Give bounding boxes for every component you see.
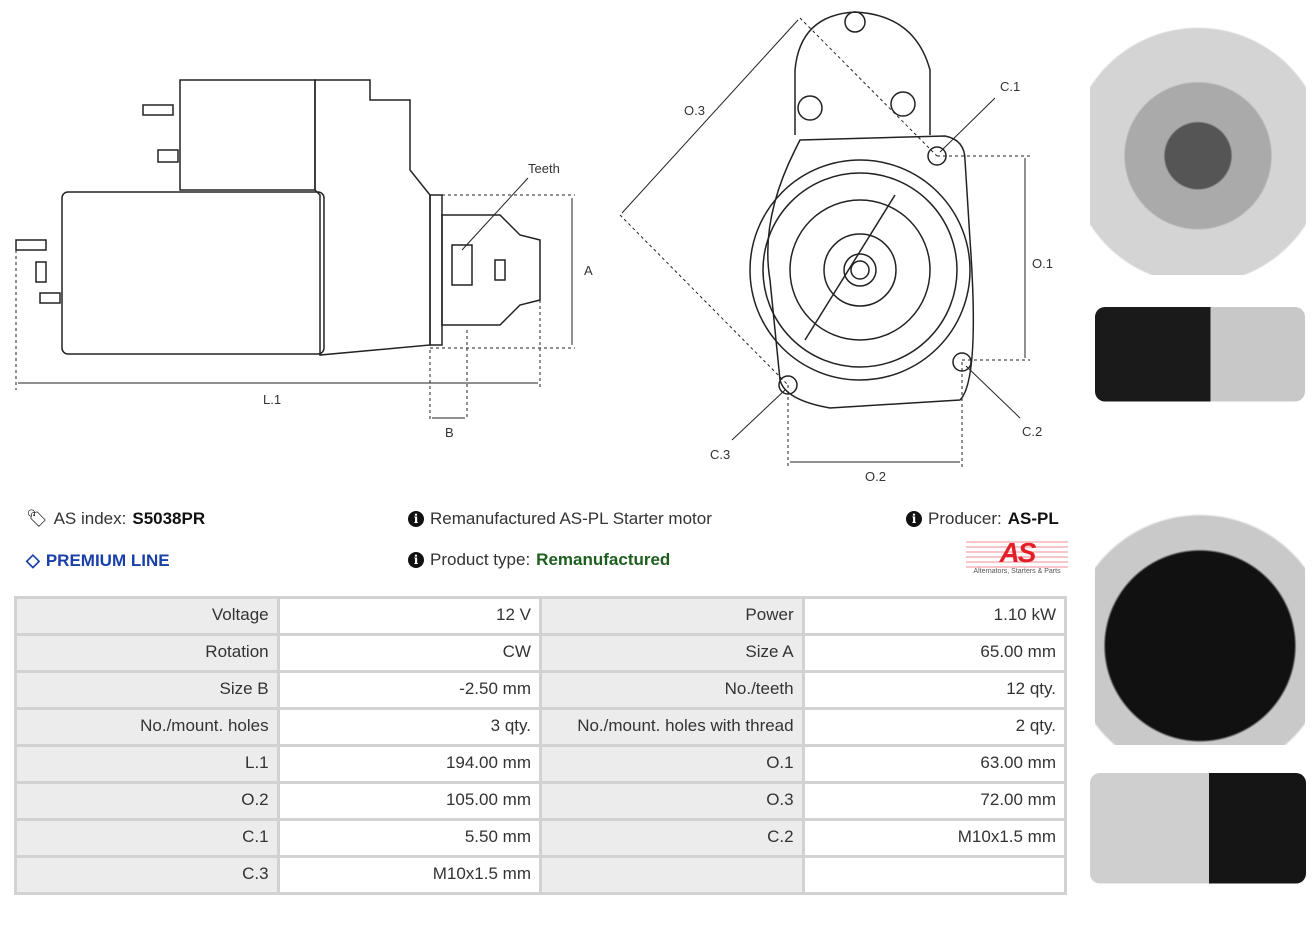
info-icon: i — [906, 511, 922, 527]
product-photo-front-angle — [1090, 10, 1306, 275]
spec-label: O.3 — [538, 781, 805, 821]
info-icon: i — [408, 552, 424, 568]
label-o2: O.2 — [865, 469, 886, 484]
spec-label: C.2 — [538, 818, 805, 858]
spec-label: No./teeth — [538, 670, 805, 710]
spec-label: L.1 — [14, 744, 280, 784]
label-c3: C.3 — [710, 447, 730, 462]
tags-icon: 🏷︎ — [26, 509, 48, 528]
diamond-icon: ◇ — [26, 550, 40, 570]
as-index-label: AS index: — [53, 509, 127, 528]
as-index: 🏷︎ AS index: S5038PR — [26, 509, 205, 529]
description-text: Remanufactured AS-PL Starter motor — [430, 509, 712, 528]
label-c1: C.1 — [1000, 79, 1020, 94]
product-type: i Product type: Remanufactured — [408, 550, 670, 570]
spec-value — [801, 855, 1068, 895]
premium-line-badge: ◇ PREMIUM LINE — [26, 550, 170, 571]
spec-value: 3 qty. — [276, 707, 542, 747]
spec-value: 63.00 mm — [801, 744, 1068, 784]
product-photo-side — [1095, 307, 1305, 402]
spec-label: C.3 — [14, 855, 280, 895]
spec-value: 2 qty. — [801, 707, 1068, 747]
product-type-value: Remanufactured — [536, 550, 671, 569]
spec-value: 5.50 mm — [276, 818, 542, 858]
product-photo-side-2 — [1090, 773, 1306, 884]
spec-value: 12 V — [276, 596, 542, 636]
product-type-label: Product type: — [430, 550, 531, 569]
side-view-diagram: Teeth A L.1 B — [15, 79, 593, 440]
premium-line-label: PREMIUM LINE — [45, 550, 170, 570]
spec-label: O.2 — [14, 781, 280, 821]
spec-label: Voltage — [14, 596, 280, 636]
spec-label: No./mount. holes — [14, 707, 280, 747]
spec-label — [538, 855, 805, 895]
spec-value: 1.10 kW — [801, 596, 1068, 636]
spec-value: 12 qty. — [801, 670, 1068, 710]
spec-value: M10x1.5 mm — [276, 855, 542, 895]
producer-value: AS-PL — [1007, 509, 1059, 528]
spec-value: 65.00 mm — [801, 633, 1068, 673]
label-c2: C.2 — [1022, 424, 1042, 439]
producer: i Producer: AS-PL — [906, 509, 1059, 529]
spec-value: 72.00 mm — [801, 781, 1068, 821]
spec-value: -2.50 mm — [276, 670, 542, 710]
spec-value: 105.00 mm — [276, 781, 542, 821]
spec-label: O.1 — [538, 744, 805, 784]
label-teeth: Teeth — [528, 161, 560, 176]
product-photo-rear — [1095, 435, 1305, 745]
spec-value: 194.00 mm — [276, 744, 542, 784]
logo-mark: AS — [966, 538, 1068, 568]
spec-label: No./mount. holes with thread — [538, 707, 805, 747]
logo-tagline: Alternators, Starters & Parts — [973, 568, 1061, 575]
label-o1: O.1 — [1032, 256, 1053, 271]
label-o3: O.3 — [684, 103, 705, 118]
spec-label: Size A — [538, 633, 805, 673]
info-icon: i — [408, 511, 424, 527]
label-b: B — [445, 425, 454, 440]
spec-value: CW — [276, 633, 542, 673]
spec-value: M10x1.5 mm — [801, 818, 1068, 858]
producer-label: Producer: — [928, 509, 1002, 528]
description: i Remanufactured AS-PL Starter motor — [408, 509, 712, 529]
as-pl-logo: AS Alternators, Starters & Parts — [966, 538, 1068, 575]
as-index-value: S5038PR — [132, 509, 206, 528]
label-l1: L.1 — [263, 392, 281, 407]
spec-label: Size B — [14, 670, 280, 710]
front-view-diagram: O.3 C.1 O.1 C.2 C.3 O.2 — [619, 11, 1053, 484]
spec-label: C.1 — [14, 818, 280, 858]
label-a: A — [584, 263, 593, 278]
spec-label: Power — [538, 596, 805, 636]
spec-label: Rotation — [14, 633, 280, 673]
